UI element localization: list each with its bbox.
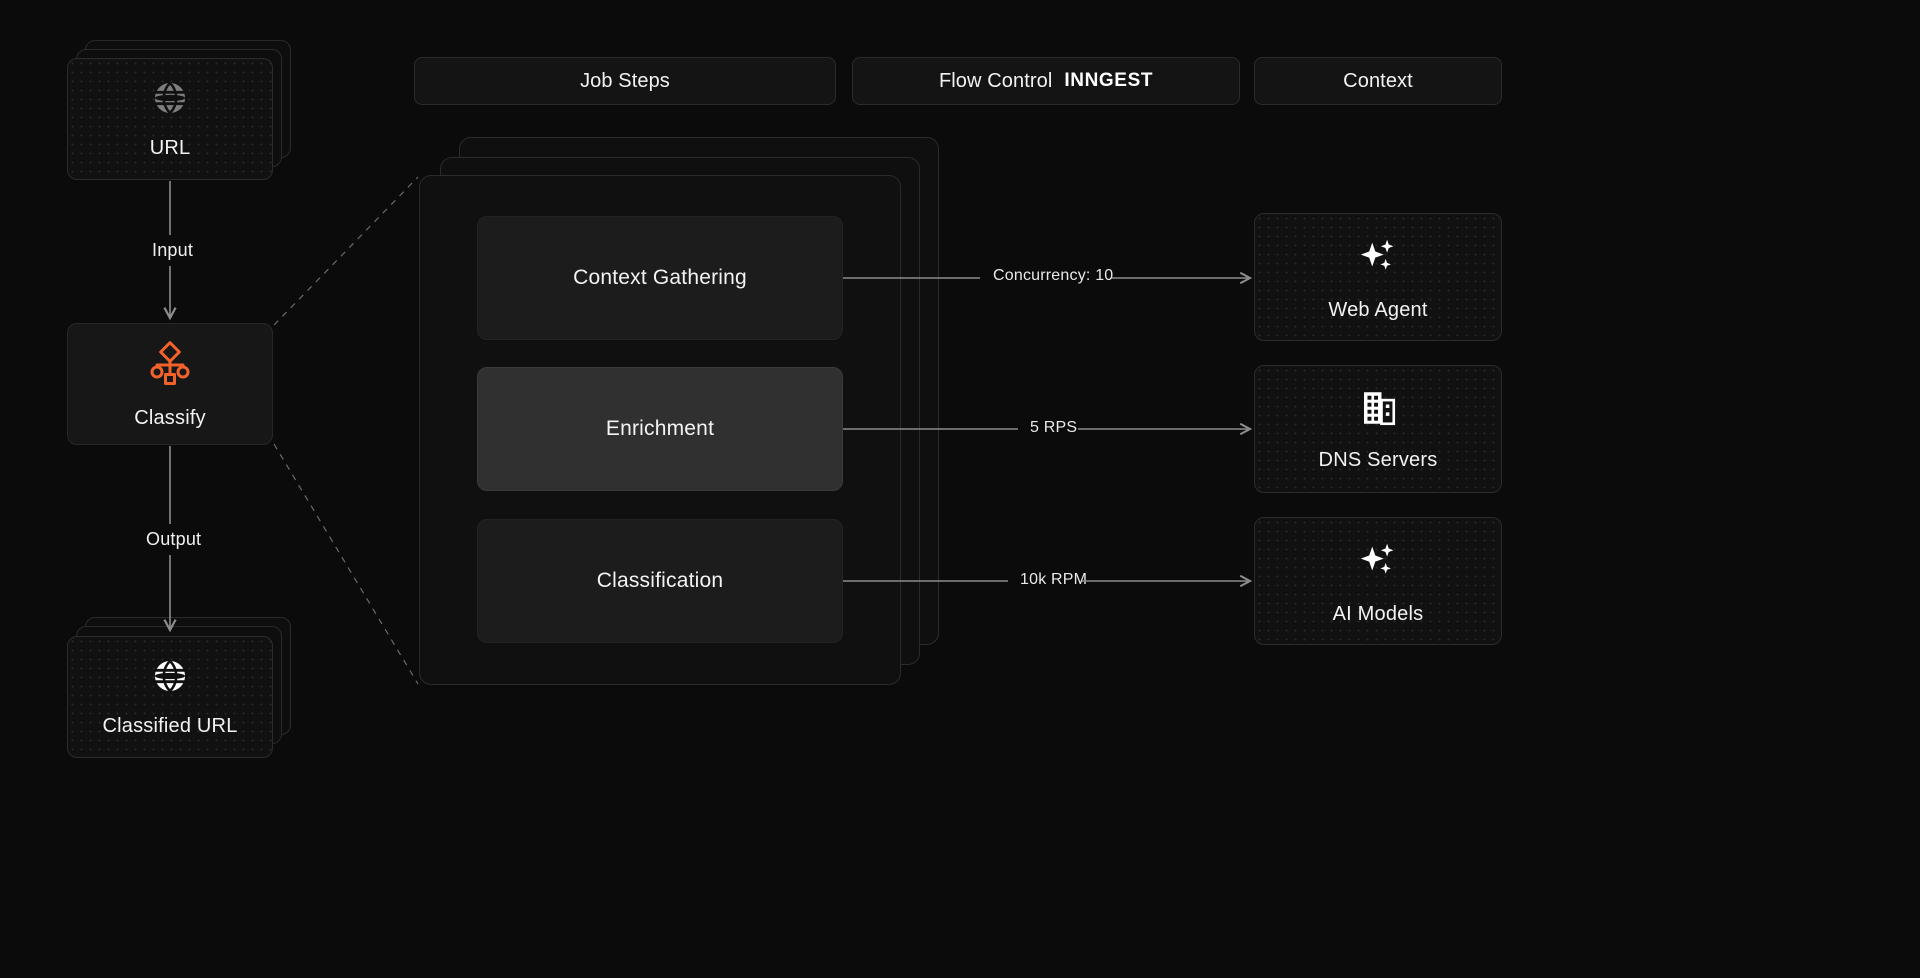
building-icon: [1357, 387, 1399, 435]
job-step-enrichment[interactable]: Enrichment: [477, 367, 843, 491]
callout-top-dashed: [273, 176, 419, 326]
globe-icon: [151, 79, 189, 123]
inngest-logo-wordmark: INNGEST: [1064, 70, 1154, 91]
resource-web-agent-label: Web Agent: [1328, 298, 1428, 321]
resource-ai-models-label: AI Models: [1332, 602, 1424, 625]
job-step-context-gathering-label: Context Gathering: [573, 266, 747, 289]
globe-icon: [151, 657, 189, 701]
flow-label-concurrency: Concurrency: 10: [985, 265, 1122, 287]
edge-label-output: Output: [136, 529, 212, 550]
header-job-steps-label: Job Steps: [580, 69, 670, 92]
job-step-classification-label: Classification: [596, 569, 724, 592]
header-job-steps[interactable]: Job Steps: [414, 57, 836, 105]
sparkles-icon: [1355, 537, 1401, 589]
header-flow-control[interactable]: Flow Control INNGEST: [852, 57, 1240, 105]
header-flow-control-label: Flow Control: [938, 69, 1053, 92]
workflow-branch-icon: [146, 339, 194, 393]
node-url[interactable]: URL: [67, 58, 273, 180]
node-classified-url[interactable]: Classified URL: [67, 636, 273, 758]
node-classified-url-label: Classified URL: [102, 714, 238, 737]
sparkles-icon: [1355, 233, 1401, 285]
node-classify[interactable]: Classify: [67, 323, 273, 445]
flow-label-rate: 10k RPM: [1012, 569, 1096, 591]
resource-dns-servers-label: DNS Servers: [1318, 448, 1438, 471]
resource-web-agent[interactable]: Web Agent: [1254, 213, 1502, 341]
resource-dns-servers[interactable]: DNS Servers: [1254, 365, 1502, 493]
node-classify-label: Classify: [134, 406, 206, 429]
job-step-context-gathering[interactable]: Context Gathering: [477, 216, 843, 340]
header-context-label: Context: [1343, 69, 1413, 92]
resource-ai-models[interactable]: AI Models: [1254, 517, 1502, 645]
edge-label-input: Input: [142, 240, 204, 261]
callout-bottom-dashed: [273, 443, 419, 685]
node-url-label: URL: [149, 136, 191, 159]
job-step-classification[interactable]: Classification: [477, 519, 843, 643]
header-context[interactable]: Context: [1254, 57, 1502, 105]
job-step-enrichment-label: Enrichment: [605, 417, 715, 440]
flow-label-throughput: 5 RPS: [1022, 417, 1086, 439]
